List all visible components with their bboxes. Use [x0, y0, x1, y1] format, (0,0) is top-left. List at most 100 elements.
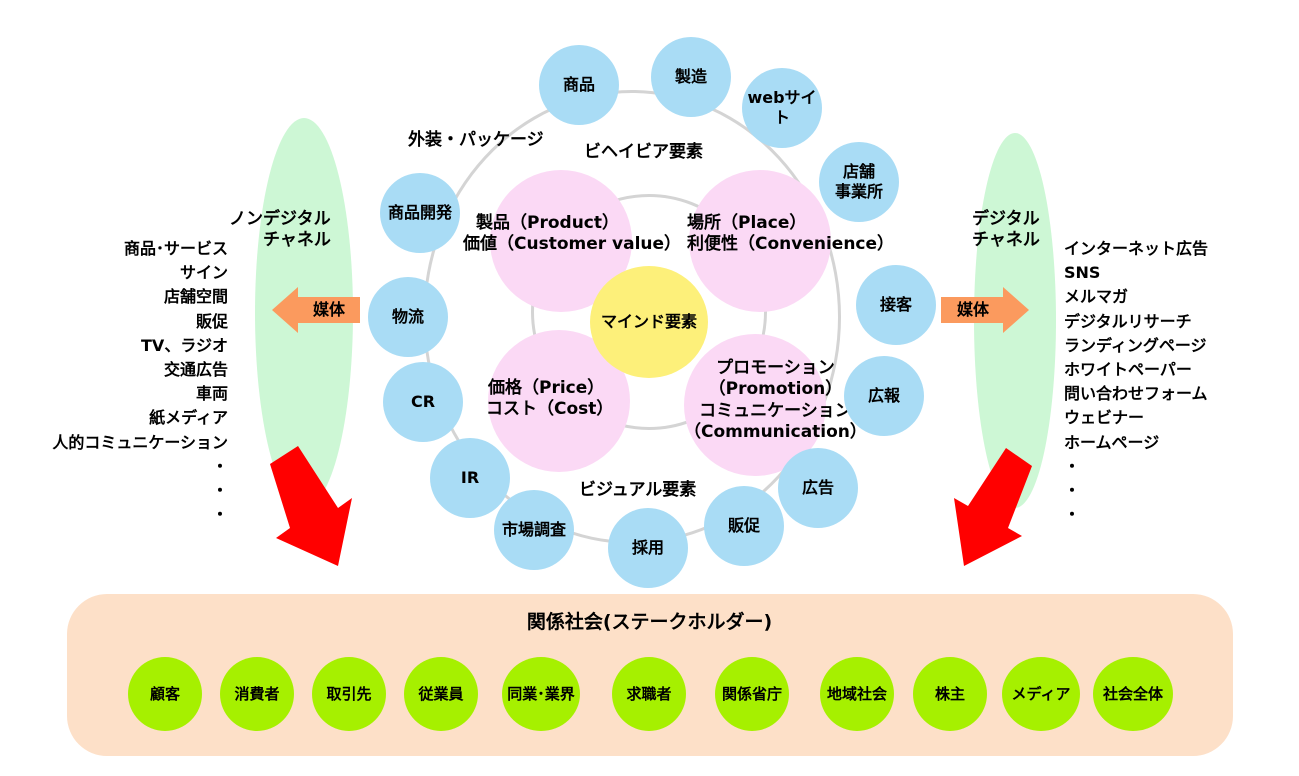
stakeholder-label: 地域社会: [826, 684, 887, 703]
stakeholder-label: 社会全体: [1102, 684, 1163, 703]
list-item: 販促: [195, 311, 228, 331]
touchpoint-shohin: 商品: [539, 45, 619, 125]
touchpoint-koho: 広報: [844, 356, 924, 436]
place-line-2: 利便性（Convenience）: [687, 234, 895, 255]
list-item: TV、ラジオ: [141, 335, 228, 355]
list-item: 人的コミュニケーション: [52, 432, 228, 452]
place-text: 場所（Place） 利便性（Convenience）: [687, 213, 894, 256]
touchpoint-label: 店舗: [842, 162, 875, 181]
left-media-arrow-icon: [272, 287, 360, 333]
list-item: ウェビナー: [1064, 408, 1145, 428]
list-item: 紙メディア: [149, 408, 228, 428]
touchpoint-seizo: 製造: [651, 37, 731, 117]
touchpoint-label: IR: [460, 468, 480, 487]
list-item: 問い合わせフォーム: [1064, 384, 1208, 404]
list-item: ホワイトペーパー: [1064, 360, 1192, 380]
touchpoint-label: webサイト: [747, 88, 817, 127]
touchpoint-saiyo: 採用: [608, 508, 688, 588]
mind-label: マインド要素: [600, 312, 697, 331]
left-media-label: 媒体: [313, 300, 346, 319]
stakeholder-label: 株主: [934, 684, 965, 703]
stakeholder-item: 消費者: [220, 657, 294, 731]
list-item: ・: [211, 456, 228, 476]
touchpoint-label: 採用: [631, 538, 664, 557]
promotion-line-4: （Communication）: [684, 421, 867, 442]
list-item: ・: [211, 481, 228, 501]
promotion-line-1: プロモーション: [716, 358, 835, 378]
promotion-line-2: （Promotion）: [708, 379, 843, 400]
list-item: ホームページ: [1064, 432, 1160, 452]
touchpoint-label: 販促: [727, 516, 760, 535]
touchpoint-label: 物流: [391, 307, 424, 326]
touchpoint-cr: CR: [383, 362, 463, 442]
price-line-2: コスト（Cost）: [486, 399, 614, 420]
left-flow-arrow-icon: [270, 446, 352, 566]
touchpoint-shijo: 市場調査: [494, 490, 574, 570]
stakeholder-item: メディア: [1002, 657, 1080, 731]
digital-channel-title: デジタル チャネル: [972, 209, 1040, 252]
list-item: 店舗空間: [163, 287, 228, 307]
touchpoint-label: 商品開発: [387, 203, 452, 222]
promotion-text: プロモーション （Promotion） コミュニケーション （Communica…: [684, 358, 867, 443]
stakeholder-item: 従業員: [404, 657, 478, 731]
touchpoint-kaihatsu: 商品開発: [380, 173, 460, 253]
list-item: ・: [1064, 456, 1081, 476]
inner-ring: [531, 194, 767, 430]
touchpoint-label: 市場調査: [501, 520, 566, 539]
place-line-1: 場所（Place）: [687, 213, 807, 233]
stakeholder-label: メディア: [1011, 684, 1071, 703]
list-item: 交通広告: [163, 360, 228, 380]
list-item: ・: [1064, 505, 1081, 525]
nondigital-item-list: 商品･サービス サイン 店舗空間 販促 TV、ラジオ 交通広告 車両 紙メディア…: [52, 237, 228, 527]
list-item: デジタルリサーチ: [1064, 311, 1192, 331]
stakeholder-label: 消費者: [234, 684, 280, 703]
list-item: ・: [1064, 481, 1081, 501]
list-item: SNS: [1064, 263, 1101, 283]
product-line-1: 製品（Product）: [476, 213, 619, 233]
touchpoint-hansoku: 販促: [704, 486, 784, 566]
product-text: 製品（Product） 価値（Customer value）: [463, 213, 681, 256]
nondigital-title-line-2: チャネル: [263, 230, 331, 251]
stakeholder-item: 社会全体: [1093, 657, 1173, 731]
right-media-label: 媒体: [957, 300, 990, 319]
digital-item-list: インターネット広告 SNS メルマガ デジタルリサーチ ランディングページ ホワ…: [1064, 237, 1208, 527]
stakeholder-item: 関係省庁: [715, 657, 789, 731]
list-item: 車両: [195, 384, 228, 404]
list-item: ランディングページ: [1064, 335, 1207, 355]
list-item: ・: [211, 505, 228, 525]
touchpoint-label: 広報: [867, 386, 900, 405]
stakeholder-item: 顧客: [128, 657, 202, 731]
stakeholder-label: 顧客: [149, 684, 180, 703]
stakeholder-label: 従業員: [418, 684, 464, 703]
touchpoint-label: CR: [410, 392, 436, 411]
list-item: 商品･サービス: [123, 239, 228, 258]
nondigital-title-line-1: ノンデジタル: [229, 209, 331, 229]
touchpoint-label: 商品: [562, 75, 595, 94]
nondigital-channel-title: ノンデジタル チャネル: [229, 209, 331, 252]
stakeholder-label: 同業･業界: [507, 684, 575, 703]
stakeholder-item: 求職者: [612, 657, 686, 731]
stakeholder-label: 関係省庁: [721, 684, 782, 703]
stakeholder-item: 株主: [913, 657, 987, 731]
stakeholder-item: 同業･業界: [502, 657, 580, 731]
touchpoint-butsuryu: 物流: [368, 277, 448, 357]
digital-title-line-2: チャネル: [972, 230, 1040, 251]
list-item: サイン: [179, 263, 228, 283]
package-label: 外装・パッケージ: [408, 130, 544, 150]
mind-circle: マインド要素: [590, 266, 708, 378]
touchpoint-label: 広告: [801, 478, 834, 497]
stakeholder-label: 取引先: [326, 684, 372, 703]
right-flow-arrow-icon: [954, 448, 1032, 566]
touchpoint-sekkyaku: 接客: [856, 265, 936, 345]
touchpoint-ir: IR: [430, 438, 510, 518]
touchpoint-website: webサイト: [742, 68, 822, 148]
promotion-line-3: コミュニケーション: [699, 400, 852, 421]
stakeholder-title: 関係社会(ステークホルダー): [526, 611, 773, 633]
stakeholder-label: 求職者: [626, 684, 672, 703]
touchpoint-label: 接客: [879, 295, 912, 314]
place-circle: [689, 170, 831, 312]
product-line-2: 価値（Customer value）: [463, 234, 682, 255]
list-item: インターネット広告: [1064, 239, 1209, 258]
price-text: 価格（Price） コスト（Cost）: [486, 378, 613, 421]
touchpoint-tenpo: 店舗事業所: [819, 142, 899, 222]
